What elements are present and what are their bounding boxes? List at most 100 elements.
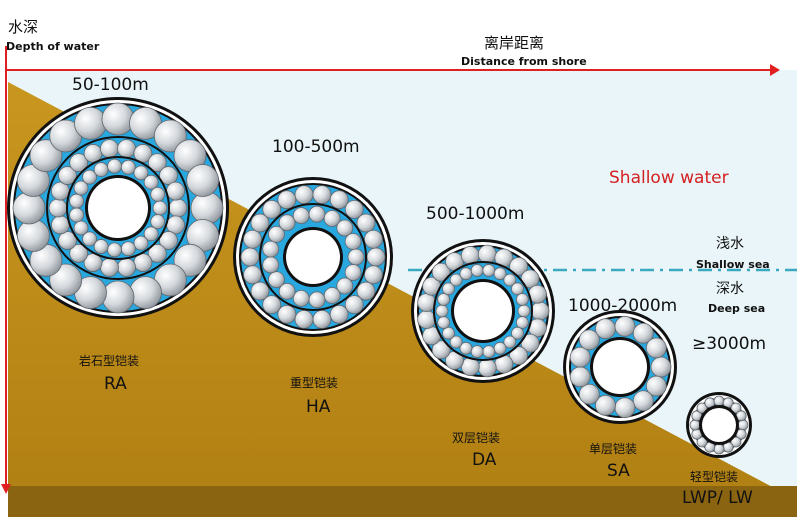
- cable-ha-depth: 100-500m: [272, 137, 360, 157]
- cable-sa-armor-wire: [569, 366, 591, 388]
- cable-ra-armor-wire: [74, 106, 107, 140]
- cable-ra-armor-wire: [82, 169, 97, 185]
- shallow-sea-label-en: Shallow sea: [696, 258, 770, 271]
- cable-ha-armor-wire: [356, 281, 376, 301]
- cable-da-armor-wire: [470, 345, 484, 358]
- deep-sea-label-cn: 深水: [716, 281, 744, 297]
- cable-ha-armor-wire: [292, 207, 310, 225]
- cable-ra-armor-wire: [120, 159, 136, 175]
- cable-da-code: DA: [472, 450, 497, 470]
- cable-lw-armor-wire: [713, 395, 725, 407]
- cable-ha-armor-wire: [243, 265, 262, 285]
- cable-da-armor-wire: [470, 264, 484, 277]
- cable-sa-armor-wire: [650, 356, 672, 378]
- cable-ha-armor-wire: [347, 248, 365, 266]
- cable-ra-armor-wire: [73, 220, 89, 236]
- distance-axis-label-en: Distance from shore: [461, 55, 587, 68]
- cable-da-armor-wire: [517, 304, 531, 318]
- cable-ra-armor-wire: [51, 215, 70, 235]
- cable-ha-armor-wire: [250, 281, 270, 301]
- cable-ha-armor-wire: [312, 309, 332, 329]
- cable-ha-armor-wire: [312, 185, 332, 205]
- cable-da-armor-wire: [431, 340, 451, 360]
- cable-ra-armor-wire: [129, 276, 162, 310]
- cable-ra-armor-wire: [69, 193, 84, 209]
- cable-da-armor-wire: [459, 341, 473, 355]
- cable-ra-armor-wire: [133, 165, 149, 181]
- cable-ha-armor-wire: [277, 190, 297, 210]
- cable-ra-armor-wire: [12, 191, 46, 225]
- cable-da-armor-wire: [417, 293, 437, 312]
- cable-ra-separator: [66, 156, 170, 260]
- cable-ra-armor-wire: [29, 139, 63, 173]
- cable-lw-code: LWP/ LW: [682, 488, 753, 508]
- cable-da-armor-wire: [477, 244, 497, 264]
- cable-ha-armor-wire: [294, 185, 314, 205]
- cable-da-armor-wire: [503, 335, 517, 349]
- cable-lw-core: [702, 408, 736, 442]
- cable-ra-armor-wire: [107, 242, 122, 258]
- cable-ha-armor-wire: [250, 213, 270, 233]
- cable-da-armor-wire: [482, 345, 496, 358]
- distance-axis-arrowhead: [770, 64, 780, 76]
- cable-ha-armor-wire: [278, 282, 296, 300]
- cable-da-armor-wire: [482, 264, 496, 277]
- cable-da-armor-wire: [511, 326, 524, 340]
- cable-sa-section: [563, 310, 677, 424]
- cable-ha-armor-wire: [268, 225, 285, 243]
- cable-ra-armor-wire: [16, 219, 50, 252]
- cable-ra-armor-wire: [49, 263, 83, 297]
- cable-ra-core: [88, 178, 148, 238]
- cable-ra-armor-wire: [69, 207, 84, 223]
- cable-lw-section: [686, 392, 752, 458]
- cable-ra-armor-wire: [159, 166, 178, 185]
- cable-ha-code: HA: [306, 397, 331, 417]
- cable-ha-armor-wire: [262, 295, 282, 315]
- cable-ra-armor-wire: [58, 166, 77, 185]
- depth-axis-label-cn: 水深: [8, 18, 39, 36]
- cable-da-armor-wire: [437, 293, 451, 306]
- cable-sa-armor-wire: [578, 383, 600, 405]
- cable-sa-depth: 1000-2000m: [568, 296, 678, 316]
- deep-sea-label-en: Deep sea: [708, 302, 766, 315]
- cable-da-armor-wire: [511, 282, 524, 296]
- cable-lw-depth: ≥3000m: [692, 334, 767, 354]
- cable-da-armor-wire: [515, 316, 529, 329]
- cable-ra-armor-wire: [120, 241, 136, 257]
- cable-lw-armor-wire: [730, 402, 742, 414]
- cable-da-section: [411, 239, 555, 383]
- cable-da-armor-wire: [442, 326, 455, 340]
- cable-ra-armor-wire: [147, 243, 167, 263]
- cable-ha-armor-wire: [366, 247, 386, 267]
- cable-ra-armor-wire: [143, 174, 159, 190]
- cable-ra-armor-wire: [168, 198, 188, 218]
- cable-da-armor-wire: [459, 267, 473, 281]
- cable-ha-name-cn: 重型铠装: [290, 376, 339, 390]
- cable-ha-armor-wire: [344, 264, 362, 281]
- cable-ha-armor-wire: [323, 287, 341, 304]
- cable-ra-armor-wire: [166, 181, 185, 201]
- cable-ra-armor-wire: [159, 231, 178, 250]
- cable-da-armor-wire: [449, 335, 463, 349]
- cable-sa-armor-wire: [632, 322, 654, 344]
- cable-ra-armor-wire: [186, 164, 220, 197]
- cable-ha-separator: [259, 203, 367, 311]
- cable-ra-armor-wire: [107, 158, 122, 174]
- cable-sa-armor-wire: [645, 375, 667, 397]
- cable-da-armor-wire: [442, 282, 455, 296]
- distance-axis-label-cn: 离岸距离: [484, 34, 545, 52]
- cable-ra-armor-wire: [93, 162, 109, 177]
- shallow-sea-label-cn: 浅水: [716, 236, 744, 252]
- cable-ra-armor-wire: [173, 243, 207, 277]
- cable-da-armor-wire: [431, 262, 451, 282]
- cable-lw-armor-wire: [689, 419, 701, 431]
- cable-ha-armor-wire: [329, 304, 349, 324]
- cable-ha-armor-wire: [364, 265, 383, 285]
- cable-da-armor-wire: [435, 304, 449, 318]
- cable-ha-armor-wire: [356, 213, 376, 233]
- cable-ha-armor-wire: [243, 229, 262, 249]
- cable-ra-armor-wire: [143, 226, 159, 242]
- cable-lw-armor-wire: [696, 402, 708, 414]
- cable-sa-armor-wire: [614, 397, 636, 419]
